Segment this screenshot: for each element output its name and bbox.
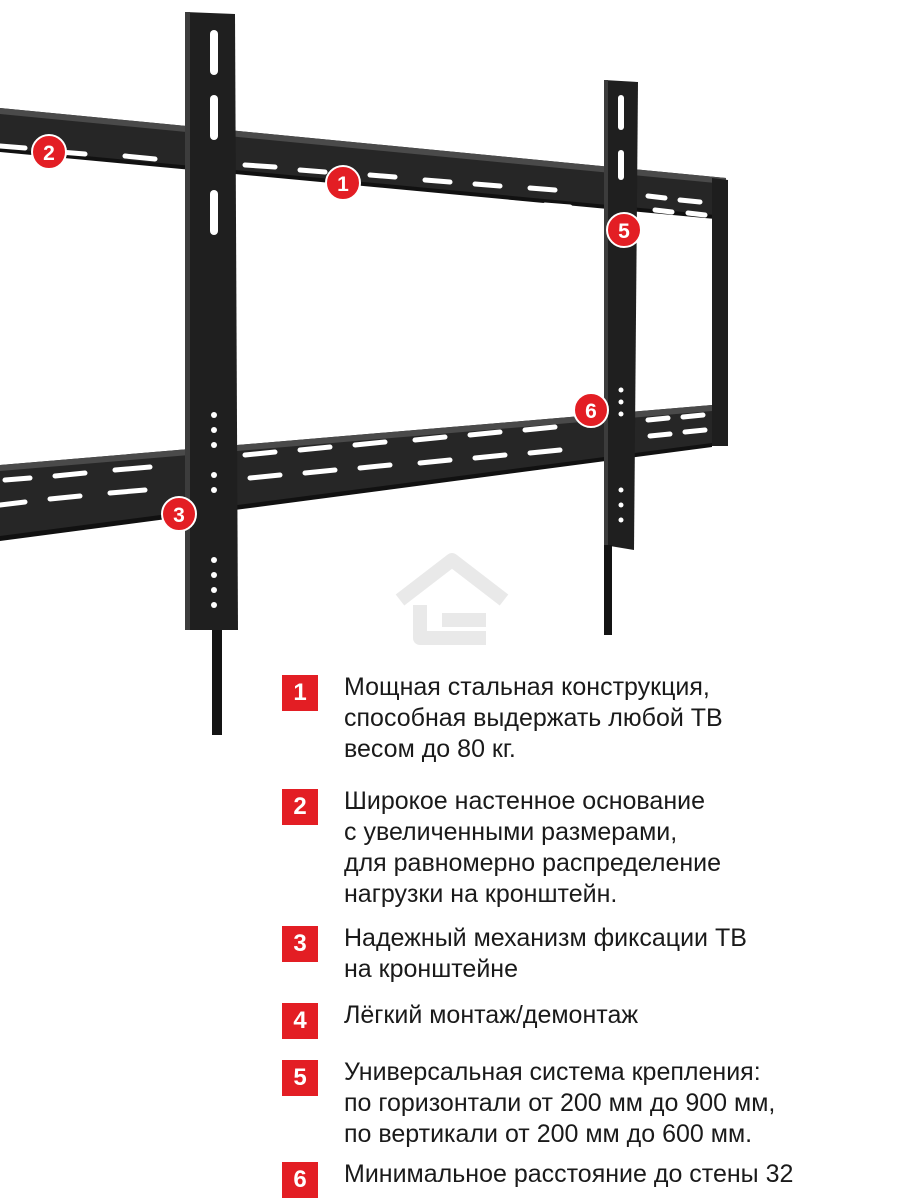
left-vertical-arm (185, 12, 238, 735)
feature-number-badge: 1 (282, 675, 318, 711)
svg-text:2: 2 (43, 142, 55, 165)
callout-marker-6: 6 (573, 392, 609, 428)
feature-number-badge: 5 (282, 1060, 318, 1096)
bottom-rail-slots (0, 412, 708, 508)
feature-number-badge: 2 (282, 789, 318, 825)
feature-item-4: 4 Лёгкий монтаж/демонтаж (282, 1001, 892, 1039)
feature-item-2: 2 Широкое настенное основание с увеличен… (282, 787, 892, 910)
feature-description: Надежный механизм фиксации ТВ на кронште… (344, 924, 747, 983)
callout-marker-1: 1 (325, 165, 361, 201)
feature-number-badge: 6 (282, 1162, 318, 1198)
tv-bracket-illustration: 1 2 3 5 6 (0, 12, 728, 735)
feature-item-3: 3 Надежный механизм фиксации ТВ на кронш… (282, 924, 892, 985)
right-vertical-arm (604, 80, 638, 635)
callout-marker-2: 2 (31, 134, 67, 170)
svg-text:1: 1 (337, 173, 349, 196)
svg-text:6: 6 (585, 400, 597, 423)
feature-description: Универсальная система крепления: по гори… (344, 1058, 776, 1148)
svg-text:3: 3 (173, 504, 185, 527)
feature-number-badge: 4 (282, 1003, 318, 1039)
feature-description: Мощная стальная конструкция, способная в… (344, 673, 723, 763)
feature-item-5: 5 Универсальная система крепления: по го… (282, 1058, 892, 1150)
feature-item-6: 6 Минимальное расстояние до стены 32 (282, 1160, 892, 1198)
feature-description: Минимальное расстояние до стены 32 (344, 1160, 794, 1188)
feature-item-1: 1 Мощная стальная конструкция, способная… (282, 673, 892, 765)
feature-number-badge: 3 (282, 926, 318, 962)
frame-right-edge (712, 178, 728, 446)
callout-marker-5: 5 (606, 212, 642, 248)
feature-description: Лёгкий монтаж/демонтаж (344, 1001, 639, 1029)
watermark-house-icon (395, 553, 509, 645)
top-rail-slots (0, 143, 708, 218)
feature-description: Широкое настенное основание с увеличенны… (344, 787, 722, 908)
svg-text:5: 5 (618, 220, 630, 243)
callout-marker-3: 3 (161, 496, 197, 532)
